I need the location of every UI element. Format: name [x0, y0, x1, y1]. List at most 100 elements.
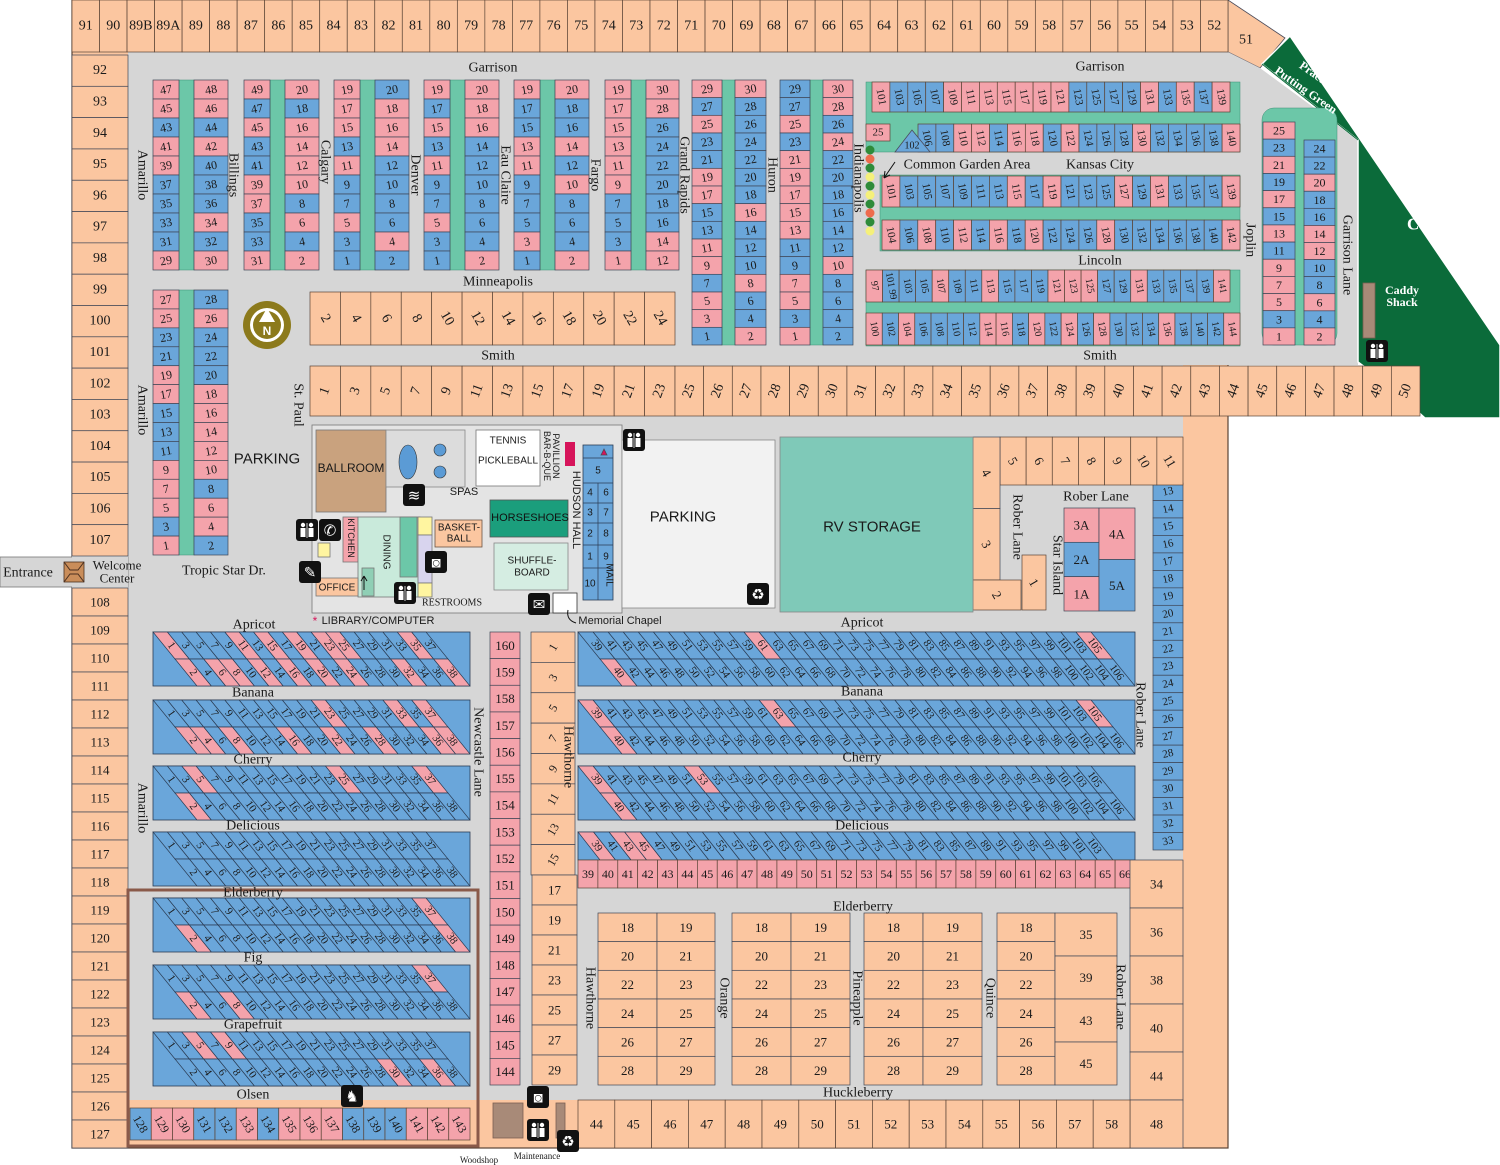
lot [461, 365, 493, 417]
lot-label: 111 [91, 679, 110, 694]
lot-label: 116 [1009, 129, 1024, 147]
lot-label: 7 [408, 385, 424, 397]
lot-label: 20 [475, 82, 489, 98]
street-label-orange: Orange [717, 977, 732, 1018]
lot-label: 83 [354, 19, 368, 34]
lot [370, 291, 402, 346]
lot-label: 7 [703, 276, 711, 291]
lot-label: 145 [495, 1038, 515, 1053]
lot-label: 14 [204, 424, 218, 440]
lot-label: 10 [437, 309, 457, 329]
lot-label: 42 [1167, 382, 1186, 400]
lot-label: 3 [162, 519, 170, 534]
street-label-huckleberry: Huckleberry [823, 1086, 893, 1101]
lot-label: 1 [1276, 329, 1282, 343]
lot-label: 122 [90, 987, 110, 1002]
lot-label: 18 [887, 920, 900, 935]
lot-label: 48 [204, 82, 218, 98]
lot-label: 6 [215, 1000, 228, 1012]
lot-label: 12 [655, 253, 669, 269]
lot-label: 2 [187, 801, 200, 812]
place-label-caddy-shack: Shack [1386, 295, 1418, 309]
lot [71, 0, 100, 53]
median-strip [809, 79, 824, 346]
lot-label: 9 [791, 258, 799, 273]
lot-label: 4 [201, 801, 214, 813]
phone-icon: ✆ [319, 519, 341, 541]
lot-label: 26 [743, 116, 757, 132]
memorial-chapel [552, 592, 578, 614]
lot-label: 16 [475, 120, 489, 136]
lot-label: 2 [207, 538, 215, 553]
lot-label: 116 [991, 226, 1006, 244]
lot [583, 365, 615, 417]
lot-label: 7 [208, 973, 221, 985]
lot-label: 34 [1150, 877, 1164, 892]
lot-label: 97 [868, 280, 881, 292]
lot-label: 2A [1074, 552, 1091, 567]
lot-label: 46 [721, 867, 733, 881]
lot-label: 15 [788, 205, 802, 221]
hall-room: 4 [587, 488, 593, 499]
lot-label: 121 [90, 959, 110, 974]
lot-label: 124 [1081, 129, 1096, 148]
lot-label: 69 [739, 19, 753, 34]
lot-label: 6 [298, 215, 306, 230]
lot-label: 12 [831, 240, 845, 256]
lot-label: 138 [1188, 226, 1203, 245]
svg-text:✆: ✆ [324, 523, 337, 540]
lot [400, 365, 433, 417]
lot-label: 60 [1000, 867, 1012, 881]
lot [1221, 175, 1241, 208]
place-label-shuffleboard: SHUFFLE- [508, 556, 557, 567]
lot-label: 54 [880, 867, 892, 881]
lot-label: 1 [703, 329, 711, 344]
lot-label: 61 [1020, 867, 1032, 881]
lot-label: 51 [1239, 33, 1253, 48]
lot [71, 54, 129, 87]
lot-label: 1 [165, 906, 178, 917]
lot [734, 326, 767, 346]
lot-label: 25 [873, 127, 885, 139]
lot-label: 97 [93, 220, 107, 235]
lot-label: 16 [204, 405, 218, 421]
place-label-office: OFFICE [319, 583, 356, 594]
lot-label: 30 [743, 81, 757, 97]
lot-label: 139 [1224, 182, 1239, 201]
lot [432, 924, 471, 953]
lot-label: 25 [1273, 124, 1285, 138]
lot-label: 140 [1224, 129, 1239, 148]
lot-label: 20 [204, 367, 218, 383]
lot-label: 1A [1074, 586, 1091, 601]
lot-label: 3 [179, 973, 192, 985]
lot-label: 126 [1081, 226, 1096, 245]
lot-label: 12 [1314, 244, 1326, 258]
lot-label: 4 [201, 735, 214, 747]
lot-label: 35 [250, 215, 264, 231]
lot-label: 118 [1027, 129, 1042, 147]
hall-room: 2 [587, 529, 593, 540]
lot-label: 2 [746, 329, 754, 344]
street-label-garrison-lane: Garrison Lane [1340, 215, 1355, 295]
street-label-delicious-w: Delicious [226, 819, 280, 834]
lot-label: 138 [1176, 321, 1189, 338]
lot-label: 52 [884, 1117, 897, 1132]
lot-label: 92 [93, 63, 107, 78]
lot [1190, 365, 1220, 417]
svg-text:◙: ◙ [431, 555, 440, 572]
street-label-joplin: Joplin [1243, 223, 1258, 257]
svg-text:◙: ◙ [533, 1090, 542, 1107]
lot-label: 135 [1165, 278, 1178, 295]
lot-label: 41 [622, 867, 634, 881]
lot-label: 68 [767, 19, 781, 34]
street-label-banana-e: Banana [841, 685, 884, 700]
lot [346, 0, 376, 53]
lot-group-rober-left: 43 [972, 436, 1001, 581]
lot-label: 24 [204, 329, 218, 345]
lot-label: 41 [159, 139, 173, 155]
lot-label: 100 [867, 321, 880, 338]
